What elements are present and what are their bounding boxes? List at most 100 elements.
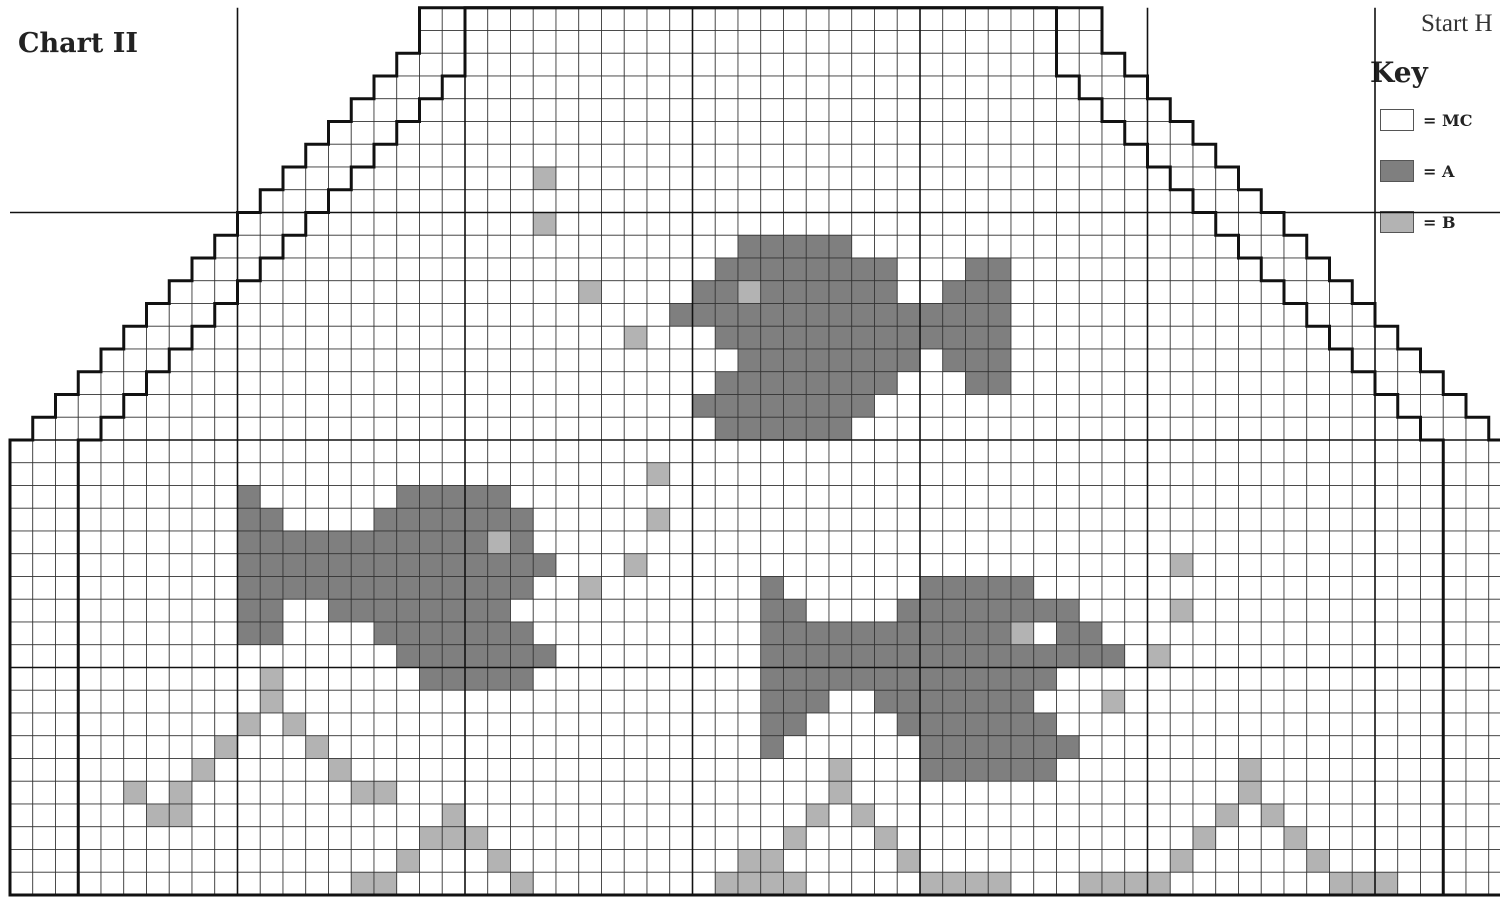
stitch-cell (647, 53, 670, 76)
stitch-cell (1216, 486, 1239, 509)
stitch-cell (875, 736, 898, 759)
stitch-cell (1330, 531, 1353, 554)
stitch-cell (306, 281, 329, 304)
stitch-cell (1057, 508, 1080, 531)
stitch-cell (715, 554, 738, 577)
stitch-cell (988, 781, 1011, 804)
stitch-cell (420, 690, 443, 713)
stitch-cell (852, 258, 875, 281)
stitch-cell (693, 486, 716, 509)
stitch-cell (442, 122, 465, 145)
stitch-cell (693, 850, 716, 873)
stitch-cell (465, 31, 488, 54)
stitch-cell (1170, 486, 1193, 509)
stitch-cell (238, 372, 261, 395)
stitch-cell (829, 531, 852, 554)
stitch-cell (1125, 144, 1148, 167)
stitch-cell (283, 235, 306, 258)
stitch-cell (693, 827, 716, 850)
stitch-cell (420, 76, 443, 99)
stitch-cell (988, 508, 1011, 531)
stitch-cell (192, 622, 215, 645)
stitch-cell (1193, 804, 1216, 827)
stitch-cell (1284, 690, 1307, 713)
stitch-cell (1216, 599, 1239, 622)
stitch-cell (966, 736, 989, 759)
stitch-cell (1466, 622, 1489, 645)
stitch-cell (693, 326, 716, 349)
stitch-cell (283, 440, 306, 463)
stitch-cell (511, 850, 534, 873)
stitch-cell (1057, 577, 1080, 600)
stitch-cell (1125, 213, 1148, 236)
stitch-cell (738, 508, 761, 531)
stitch-cell (351, 395, 374, 418)
stitch-cell (1148, 736, 1171, 759)
stitch-cell (1216, 281, 1239, 304)
stitch-cell (784, 213, 807, 236)
stitch-cell (829, 554, 852, 577)
stitch-cell (442, 395, 465, 418)
stitch-cell (761, 850, 784, 873)
stitch-cell (1398, 508, 1421, 531)
stitch-cell (1102, 531, 1125, 554)
stitch-cell (761, 99, 784, 122)
stitch-cell (351, 577, 374, 600)
stitch-cell (1011, 213, 1034, 236)
stitch-cell (1216, 213, 1239, 236)
stitch-cell (1330, 554, 1353, 577)
stitch-cell (1261, 326, 1284, 349)
stitch-cell (1148, 440, 1171, 463)
stitch-cell (693, 781, 716, 804)
stitch-cell (1421, 668, 1444, 691)
stitch-cell (1057, 190, 1080, 213)
stitch-cell (238, 599, 261, 622)
stitch-cell (761, 417, 784, 440)
stitch-cell (10, 713, 33, 736)
stitch-cell (738, 577, 761, 600)
stitch-cell (283, 759, 306, 782)
stitch-cell (784, 690, 807, 713)
stitch-cell (784, 713, 807, 736)
stitch-cell (966, 486, 989, 509)
stitch-cell (533, 463, 556, 486)
stitch-cell (1443, 508, 1466, 531)
stitch-cell (602, 417, 625, 440)
stitch-cell (238, 395, 261, 418)
stitch-cell (1148, 395, 1171, 418)
stitch-cell (260, 349, 283, 372)
stitch-cell (1443, 759, 1466, 782)
stitch-cell (647, 8, 670, 31)
stitch-cell (1330, 486, 1353, 509)
stitch-cell (1466, 804, 1489, 827)
stitch-cell (169, 508, 192, 531)
stitch-cell (1057, 463, 1080, 486)
stitch-cell (124, 326, 147, 349)
stitch-cell (738, 463, 761, 486)
stitch-cell (966, 668, 989, 691)
stitch-cell (1034, 8, 1057, 31)
stitch-cell (10, 645, 33, 668)
stitch-cell (1261, 850, 1284, 873)
stitch-cell (1102, 850, 1125, 873)
stitch-cell (579, 850, 602, 873)
stitch-cell (306, 144, 329, 167)
stitch-cell (465, 781, 488, 804)
stitch-cell (283, 736, 306, 759)
stitch-cell (852, 759, 875, 782)
stitch-cell (306, 463, 329, 486)
stitch-cell (761, 645, 784, 668)
stitch-cell (693, 99, 716, 122)
stitch-cell (875, 190, 898, 213)
stitch-cell (192, 395, 215, 418)
stitch-cell (397, 99, 420, 122)
stitch-cell (1034, 622, 1057, 645)
stitch-cell (670, 372, 693, 395)
stitch-cell (169, 850, 192, 873)
stitch-cell (1284, 804, 1307, 827)
stitch-cell (374, 304, 397, 327)
stitch-cell (306, 395, 329, 418)
stitch-cell (602, 440, 625, 463)
stitch-cell (465, 326, 488, 349)
stitch-cell (624, 759, 647, 782)
